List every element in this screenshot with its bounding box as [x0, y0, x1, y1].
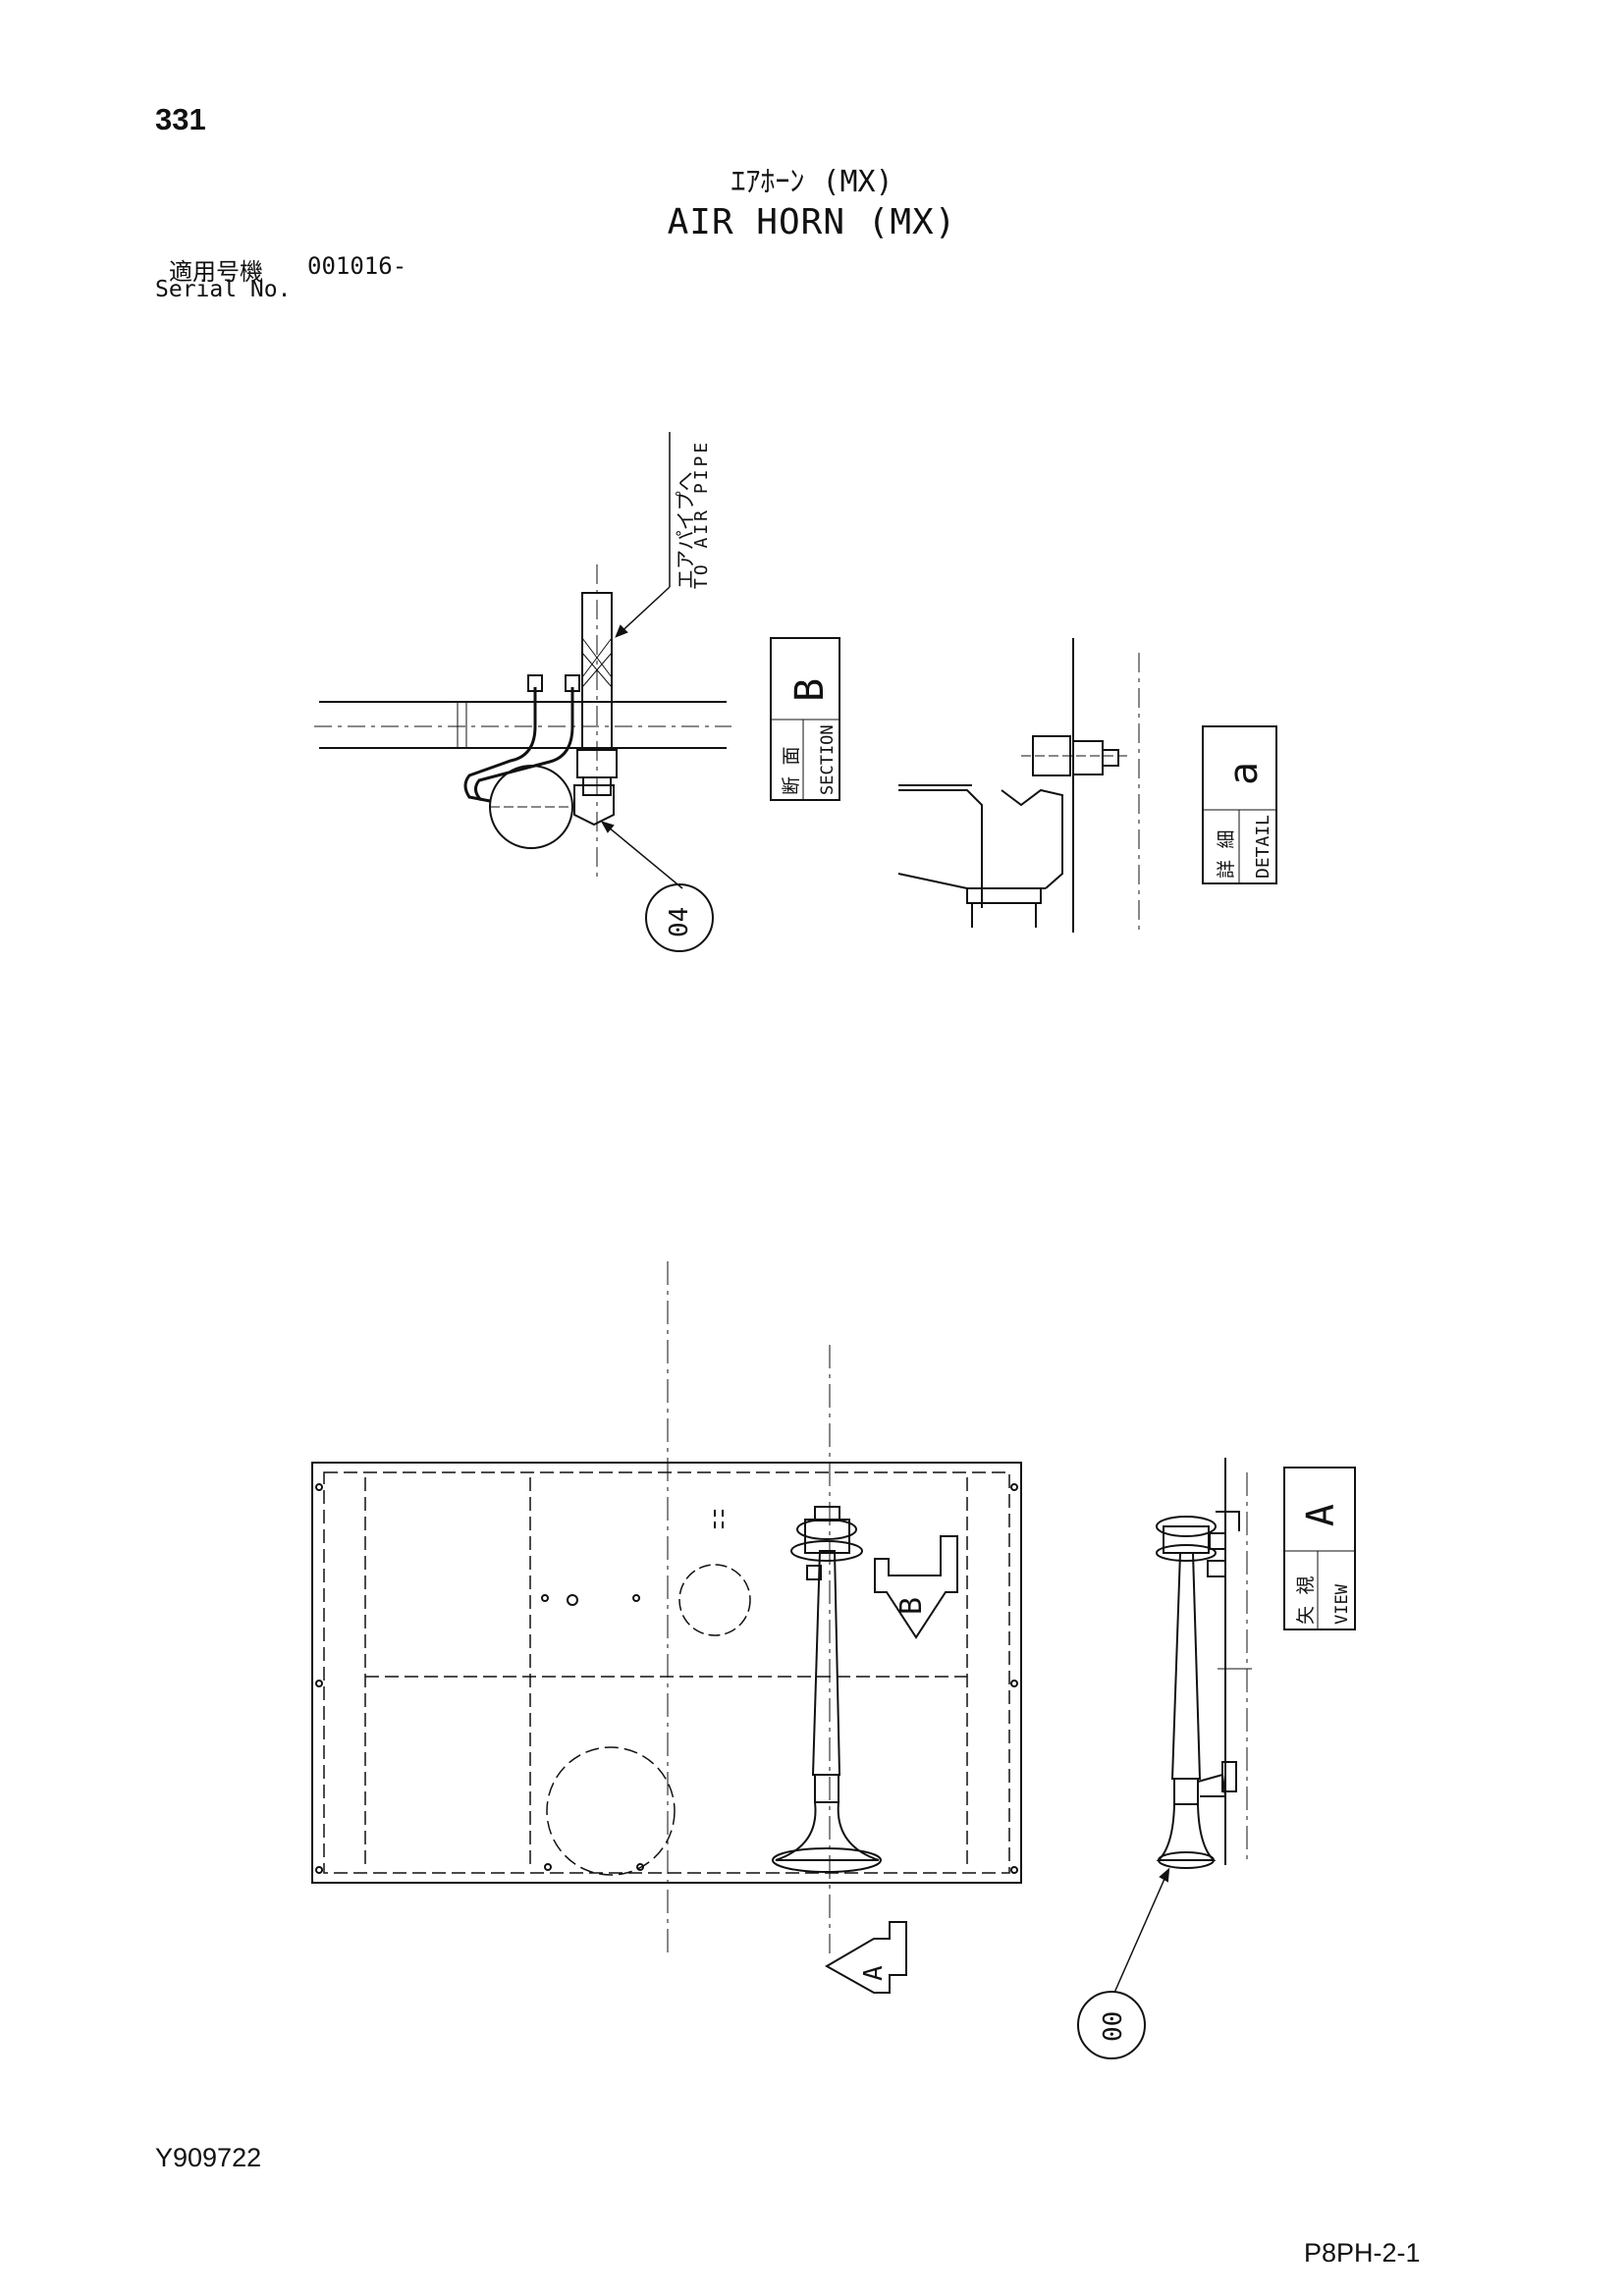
serial-value: 001016-	[307, 252, 407, 280]
serial-label-english: Serial No.	[155, 277, 292, 302]
section-b-drawing	[314, 432, 731, 952]
view-b-arrow	[874, 1535, 958, 1639]
drawing-code: Y909722	[155, 2143, 262, 2172]
arrow-a-letter: A	[859, 1965, 889, 1981]
view-a-drawing	[1077, 1458, 1252, 2059]
title-japanese: ｴｱﾎｰﾝ (MX)	[731, 165, 893, 199]
title-english: AIR HORN (MX)	[667, 202, 957, 242]
serial-label-japanese: 適用号機	[169, 258, 263, 286]
arrow-b-letter: B	[894, 1597, 929, 1615]
pipe-note-english: TO AIR PIPE	[691, 440, 712, 589]
view-label-box	[1283, 1467, 1356, 1630]
part-callout-00: 00	[1099, 2011, 1128, 2042]
main-panel-drawing	[311, 1261, 1022, 1953]
view-letter: A	[1299, 1504, 1342, 1526]
section-label-box	[770, 637, 840, 801]
section-label-japanese: 断 面	[781, 747, 802, 795]
page-number: 331	[155, 102, 206, 136]
detail-a-drawing	[897, 638, 1140, 933]
view-label-japanese: 矢 視	[1295, 1576, 1317, 1625]
detail-label-english: DETAIL	[1253, 815, 1273, 879]
detail-label-box	[1202, 725, 1277, 884]
detail-label-japanese: 詳 細	[1216, 830, 1237, 879]
detail-letter: a	[1221, 762, 1267, 785]
section-label-english: SECTION	[818, 724, 838, 795]
view-a-arrow	[824, 1921, 907, 1994]
sheet-code: P8PH-2-1	[1304, 2238, 1421, 2268]
pipe-note-japanese: エアパイプへ	[674, 471, 697, 589]
section-letter: B	[787, 678, 833, 702]
view-label-english: VIEW	[1332, 1583, 1352, 1625]
part-callout-04: 04	[665, 907, 694, 937]
